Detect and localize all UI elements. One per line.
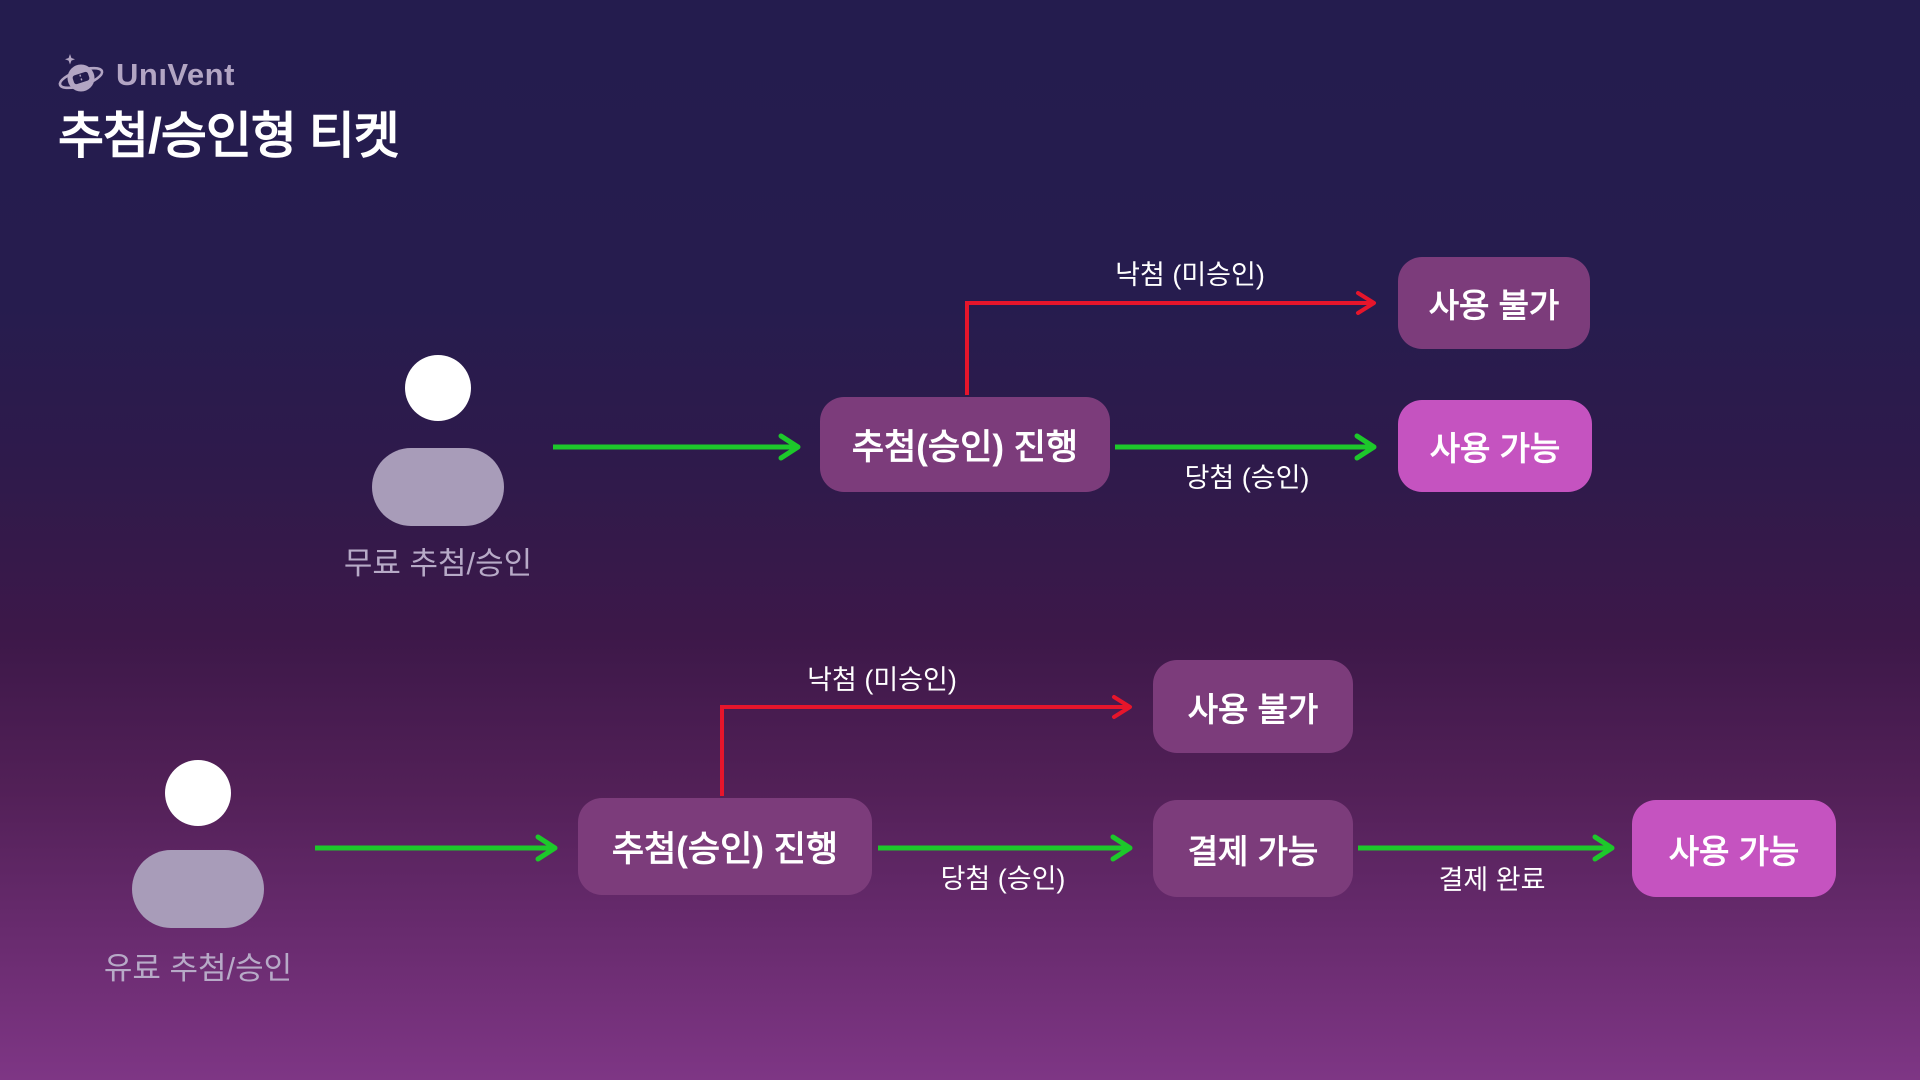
edge-label-free-win: 당첨 (승인) (1184, 463, 1310, 493)
arrow-paid-fail (720, 695, 1132, 796)
edge-label-paid-win: 당첨 (승인) (940, 864, 1066, 894)
edge-label-paid-paydone: 결제 완료 (1438, 865, 1546, 895)
node-paid-unusable: 사용 불가 (1153, 660, 1353, 753)
person-head (405, 355, 471, 421)
actor-label-paid: 유료 추첨/승인 (103, 951, 293, 986)
person-body (132, 850, 264, 928)
node-paid-process: 추첨(승인) 진행 (578, 798, 872, 895)
node-free-usable: 사용 가능 (1398, 400, 1592, 492)
brand-logo: UnıVent (56, 50, 235, 100)
node-free-process: 추첨(승인) 진행 (820, 397, 1110, 492)
planet-ticket-icon (56, 50, 106, 100)
page-title: 추첨/승인형 티켓 (58, 108, 400, 164)
arrow-free-fail (965, 291, 1376, 395)
node-paid-payable: 결제 가능 (1153, 800, 1353, 897)
person-head (165, 760, 231, 826)
brand-name: UnıVent (116, 57, 235, 92)
person-body (372, 448, 504, 526)
node-paid-usable: 사용 가능 (1632, 800, 1836, 897)
actor-label-free: 무료 추첨/승인 (343, 546, 533, 581)
edge-label-free-fail: 낙첨 (미승인) (1115, 260, 1265, 290)
node-free-unusable: 사용 불가 (1398, 257, 1590, 349)
edge-label-paid-fail: 낙첨 (미승인) (807, 665, 957, 695)
